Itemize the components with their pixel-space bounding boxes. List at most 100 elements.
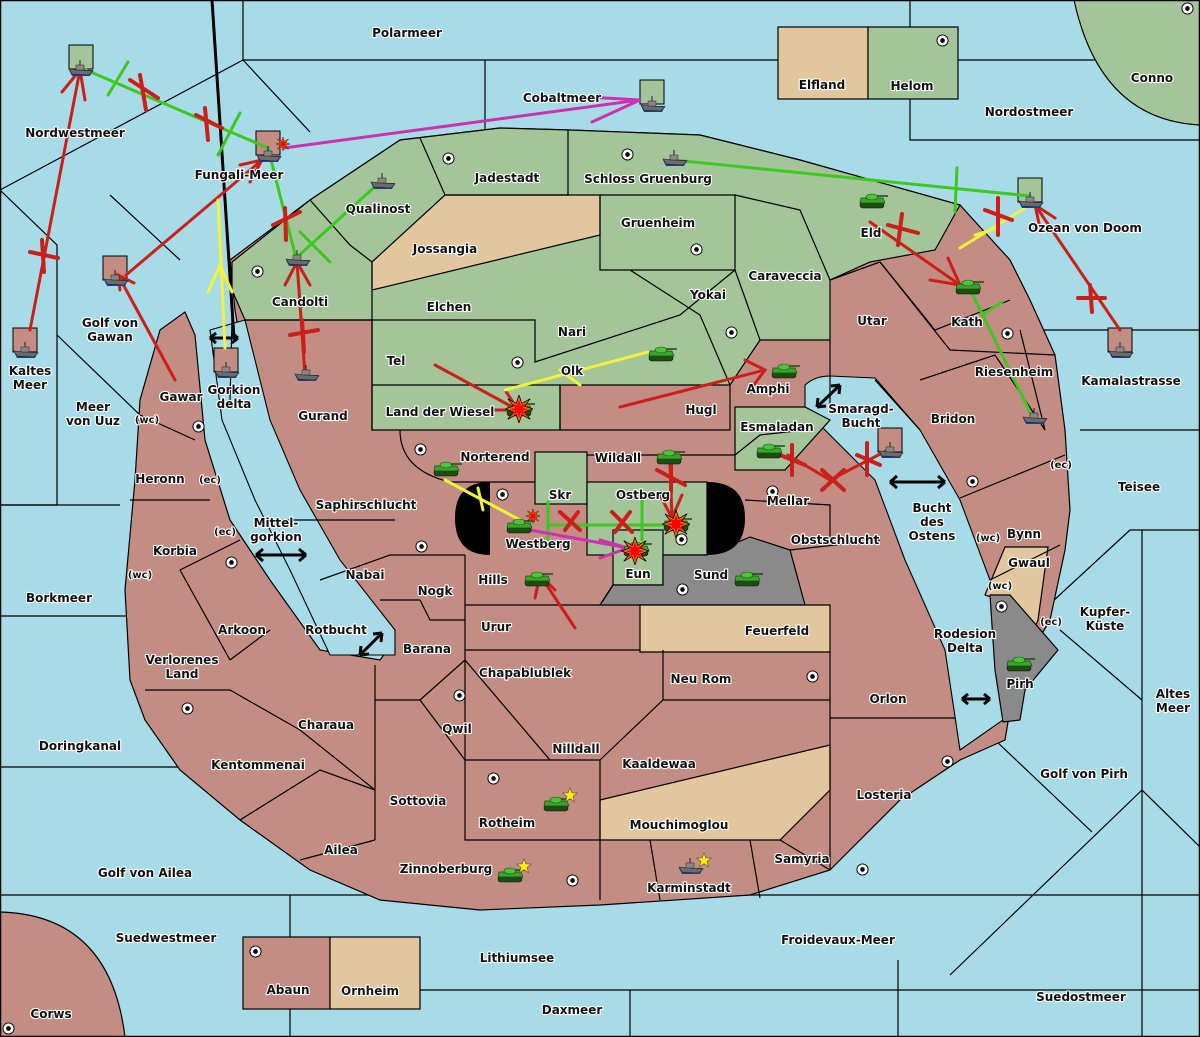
label-obstschlucht: Obstschlucht	[791, 533, 880, 547]
destroyed-marker-icon	[621, 537, 649, 565]
label-ailea: Ailea	[324, 843, 358, 857]
supply-center-icon	[725, 326, 738, 339]
label-arkoon: Arkoon	[218, 623, 266, 637]
region-conno[interactable]	[1073, 0, 1200, 126]
label-bynn: Bynn	[1007, 527, 1041, 541]
supply-center-icon	[487, 772, 500, 785]
label-kamalastrasse: Kamalastrasse	[1081, 374, 1181, 388]
label-froidevaux-meer: Froidevaux-Meer	[781, 933, 895, 947]
label-golf-von-gawan: Golf von	[82, 316, 138, 330]
supply-center-icon	[192, 420, 205, 433]
label-ozean-von-doom: Ozean von Doom	[1028, 221, 1142, 235]
label-gorkion-delta: Gorkion	[208, 383, 261, 397]
label-yokai: Yokai	[689, 288, 726, 302]
label-daxmeer: Daxmeer	[542, 1003, 603, 1017]
label-conno: Conno	[1131, 71, 1173, 85]
coast-label-korbia-ec: (ec)	[214, 527, 236, 538]
supply-center-icon	[249, 945, 262, 958]
supply-center-icon	[995, 600, 1008, 613]
land-borders	[130, 130, 1066, 901]
region-corws[interactable]	[0, 911, 126, 1037]
label-verlorenes-land-2: Land	[166, 667, 199, 681]
label-gwaul: Gwaul	[1008, 556, 1050, 570]
label-mittel-gorkion-2: gorkion	[250, 530, 302, 544]
label-samyria: Samyria	[774, 852, 829, 866]
supply-center-icon	[225, 556, 238, 569]
label-rotbucht: Rotbucht	[305, 623, 367, 637]
label-ostberg: Ostberg	[616, 488, 670, 502]
label-norterend: Norterend	[460, 450, 529, 464]
coast-label-heronn-ec: (ec)	[199, 475, 221, 486]
label-nordwestmeer: Nordwestmeer	[25, 126, 125, 140]
label-meer-von-uuz-2: von Uuz	[66, 414, 120, 428]
label-caraveccia: Caraveccia	[748, 269, 821, 283]
double-arrow-icon	[210, 0, 236, 339]
supply-center-icon	[453, 689, 466, 702]
label-elchen: Elchen	[427, 300, 472, 314]
supply-center-icon	[251, 265, 264, 278]
label-golf-von-gawan-2: Gawan	[87, 330, 133, 344]
label-wildall: Wildall	[595, 451, 641, 465]
label-pirh: Pirh	[1006, 677, 1033, 691]
label-amphi: Amphi	[746, 382, 789, 396]
label-abaun: Abaun	[266, 983, 309, 997]
label-ornheim: Ornheim	[341, 984, 399, 998]
label-rodesion-delta-2: Delta	[947, 641, 983, 655]
label-gruenheim: Gruenheim	[621, 216, 695, 230]
label-eld: Eld	[861, 226, 882, 240]
supply-center-icon	[496, 488, 509, 501]
label-teisee: Teisee	[1118, 480, 1160, 494]
label-olk: Olk	[561, 364, 584, 378]
label-charaua: Charaua	[298, 718, 354, 732]
label-golf-von-pirh: Golf von Pirh	[1040, 767, 1128, 781]
label-riesenheim: Riesenheim	[975, 365, 1054, 379]
supply-center-icon	[856, 863, 869, 876]
supply-center-icon	[414, 443, 427, 456]
coast-label-gwaul-ec: (ec)	[1040, 617, 1062, 628]
supply-center-icon	[181, 702, 194, 715]
label-chapablublek: Chapablublek	[479, 666, 572, 680]
label-korbia: Korbia	[153, 544, 197, 558]
label-sottovia: Sottovia	[390, 794, 447, 808]
label-bucht-des-ostens-3: Ostens	[909, 529, 956, 543]
label-orlon: Orlon	[869, 692, 906, 706]
label-candolti: Candolti	[272, 295, 328, 309]
label-qualinost: Qualinost	[346, 202, 411, 216]
supply-center-icon	[415, 540, 428, 553]
label-smaragd-bucht-2: Bucht	[841, 416, 880, 430]
coast-label-bynn-ec: (ec)	[1050, 460, 1072, 471]
region-labels: Polarmeer Cobaltmeer Nordwestmeer Fungal…	[8, 25, 1192, 1022]
label-kupfer-kueste-2: Küste	[1086, 619, 1125, 633]
supply-center-icon	[676, 583, 689, 596]
label-nabai: Nabai	[346, 568, 385, 582]
label-tel: Tel	[387, 354, 406, 368]
label-saphirschlucht: Saphirschlucht	[316, 498, 417, 512]
label-bridon: Bridon	[931, 412, 976, 426]
label-mittel-gorkion: Mittel-	[254, 516, 299, 530]
dislodged-marker-icon	[276, 137, 290, 151]
label-sund: Sund	[694, 568, 728, 582]
label-gorkion-delta-2: delta	[217, 397, 252, 411]
region-ornheim[interactable]	[329, 936, 421, 1010]
region-elfland[interactable]	[777, 26, 869, 100]
label-lithiumsee: Lithiumsee	[480, 951, 555, 965]
supply-center-icon	[1181, 2, 1194, 15]
supply-center-icon	[941, 755, 954, 768]
label-altes-meer: Altes	[1156, 687, 1190, 701]
label-nordostmeer: Nordostmeer	[985, 105, 1074, 119]
supply-center-icon	[566, 874, 579, 887]
supply-center-icon	[936, 34, 949, 47]
label-jadestadt: Jadestadt	[474, 171, 540, 185]
label-kaaldewaa: Kaaldewaa	[622, 757, 696, 771]
supply-center-icon	[621, 148, 634, 161]
label-rotheim: Rotheim	[479, 816, 536, 830]
label-gurand: Gurand	[298, 409, 348, 423]
label-hugl: Hugl	[685, 403, 716, 417]
label-rodesion-delta: Rodesion	[934, 627, 996, 641]
label-helom: Helom	[890, 79, 933, 93]
region-skr[interactable]	[534, 451, 588, 505]
green-territories	[231, 127, 1059, 841]
dislodged-marker-icon	[526, 509, 540, 523]
coast-label-gwaul-wc: (wc)	[988, 581, 1012, 592]
